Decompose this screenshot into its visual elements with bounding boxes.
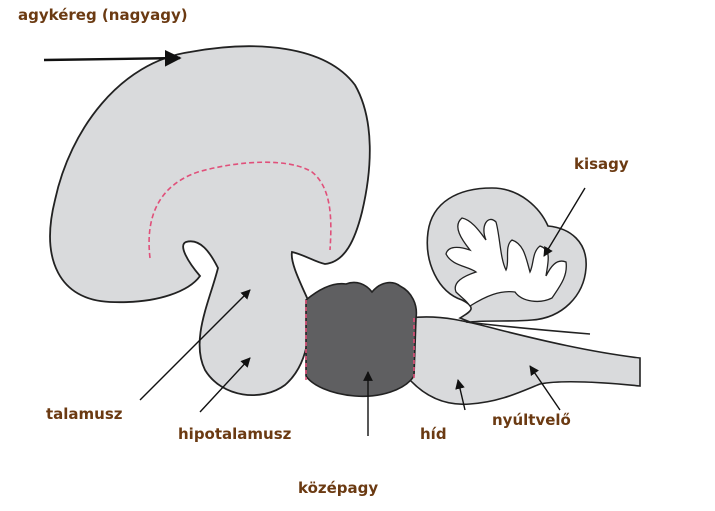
arbor-vitae: [445, 217, 567, 307]
label-cortex: agykéreg (nagyagy): [18, 6, 188, 24]
label-hypothalamus: hipotalamusz: [178, 425, 292, 443]
medulla-arrow: [529, 365, 561, 411]
label-midbrain: középagy: [298, 479, 379, 497]
cortex-arrow: [43, 49, 182, 67]
limbic-dashed-line: [148, 161, 332, 259]
label-medulla: nyúltvelő: [492, 411, 571, 429]
label-thalamus: talamusz: [46, 405, 123, 423]
label-cerebellum: kisagy: [574, 155, 629, 173]
thalamus-arrow: [139, 289, 251, 401]
hypothalamus-arrow: [199, 357, 251, 413]
label-pons: híd: [420, 425, 447, 443]
pons-arrow: [455, 379, 466, 411]
midbrain-shape: [305, 281, 418, 398]
cerebrum-shape: [49, 45, 371, 396]
cerebellum-arrow: [543, 187, 586, 257]
brainstem-shape: [409, 316, 641, 406]
